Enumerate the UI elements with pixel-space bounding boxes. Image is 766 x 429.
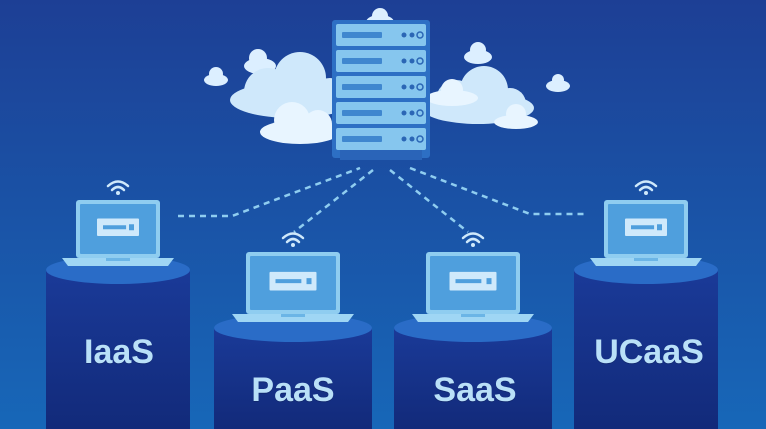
wifi-icon	[281, 232, 305, 247]
label-iaas: IaaS	[84, 333, 154, 371]
server-unit	[336, 128, 426, 150]
server-unit	[336, 76, 426, 98]
wifi-icon	[461, 232, 485, 247]
server-unit	[336, 102, 426, 124]
laptop-icon	[62, 200, 174, 266]
label-saas: SaaS	[433, 371, 517, 409]
wifi-icon	[106, 180, 130, 195]
server-unit	[336, 24, 426, 46]
server-rack-icon	[332, 20, 430, 160]
connection-lines	[178, 166, 588, 233]
cloud-icon	[260, 79, 538, 144]
label-ucaas: UCaaS	[594, 333, 704, 371]
wifi-icon	[634, 180, 658, 195]
laptop-icon	[590, 200, 702, 266]
label-paas: PaaS	[251, 371, 335, 409]
server-unit	[336, 50, 426, 72]
laptop-icon	[412, 252, 534, 322]
laptop-icon	[232, 252, 354, 322]
